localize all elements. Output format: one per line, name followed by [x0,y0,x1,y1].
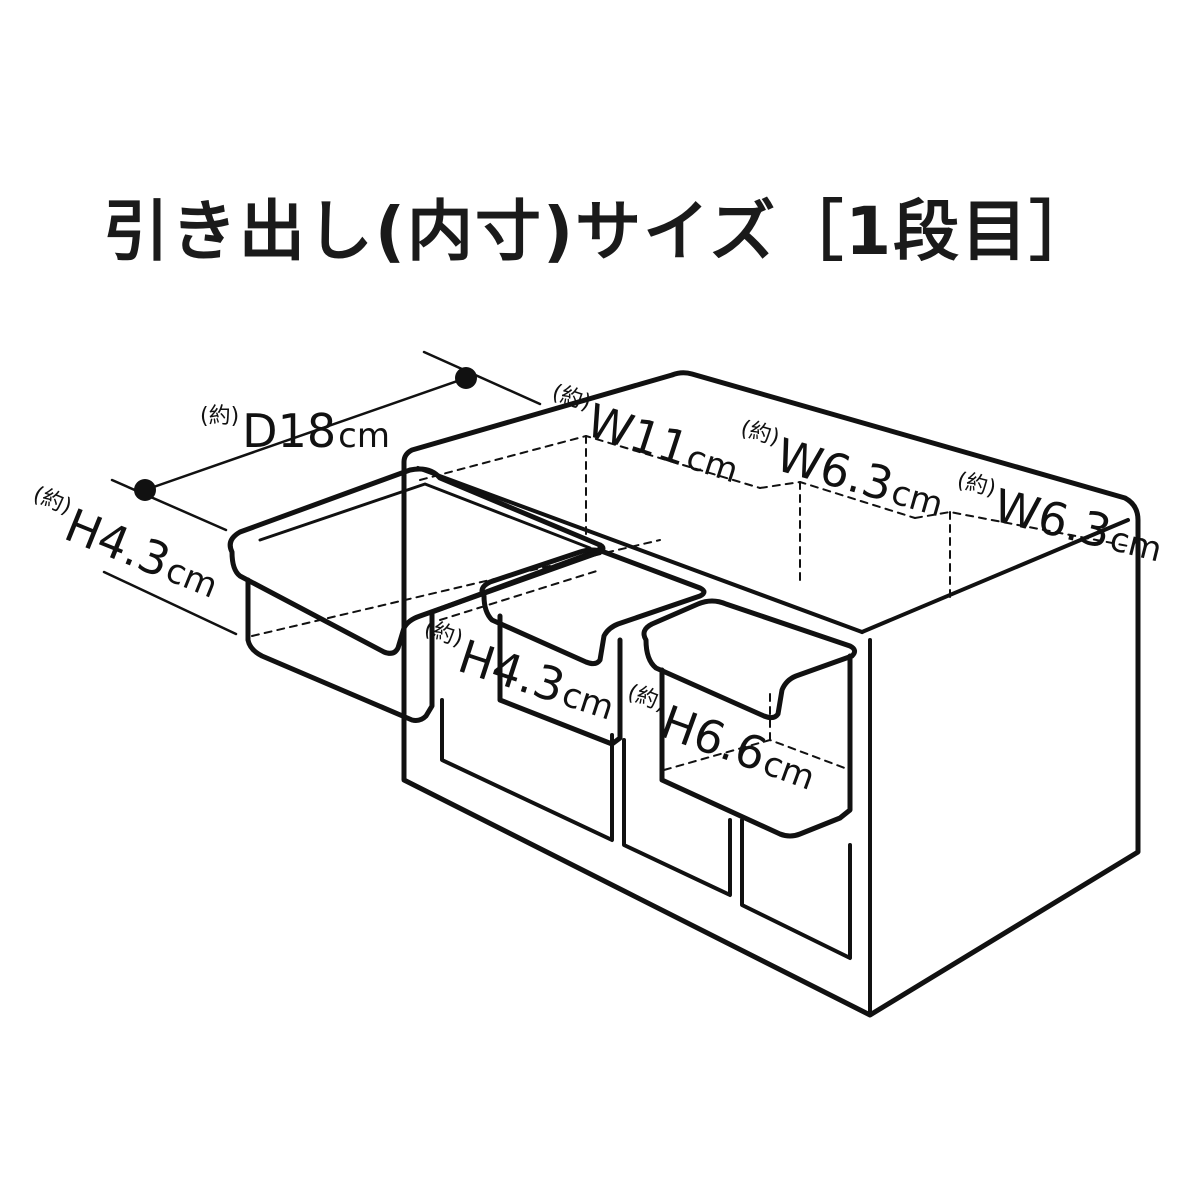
depth-dim-line [143,376,468,492]
depth-label: (約)D18cm [200,404,390,456]
cabinet-outline [401,370,1141,1018]
drawer1-body [245,542,603,723]
depth-label-value: D18 [242,404,337,458]
diagram-title: 引き出し(内寸)サイズ［1段目］ [102,193,1098,270]
cabinet-top-front-edge [416,466,864,634]
lower-opening-mid [622,738,732,897]
lower-opening-left [440,698,614,842]
drawer2-front-lip [479,547,707,667]
height1-ext-line [102,570,238,636]
drawer1-front-lip [227,466,606,656]
depth-ext-top [422,350,542,406]
depth-label-unit: cm [338,416,390,456]
depth-dim-dot-left [134,479,156,501]
drawer2-body [497,613,623,747]
depth-label-prefix: (約) [200,404,240,429]
cabinet-right-top-edge [860,518,1130,634]
drawer3-front-lip [641,598,858,721]
drawer1-lip-inner [258,482,592,550]
depth-ext-bottom [110,478,228,532]
depth-dim-dot-right [455,367,477,389]
drawer3-body [659,653,853,839]
lower-opening-right [740,818,852,960]
